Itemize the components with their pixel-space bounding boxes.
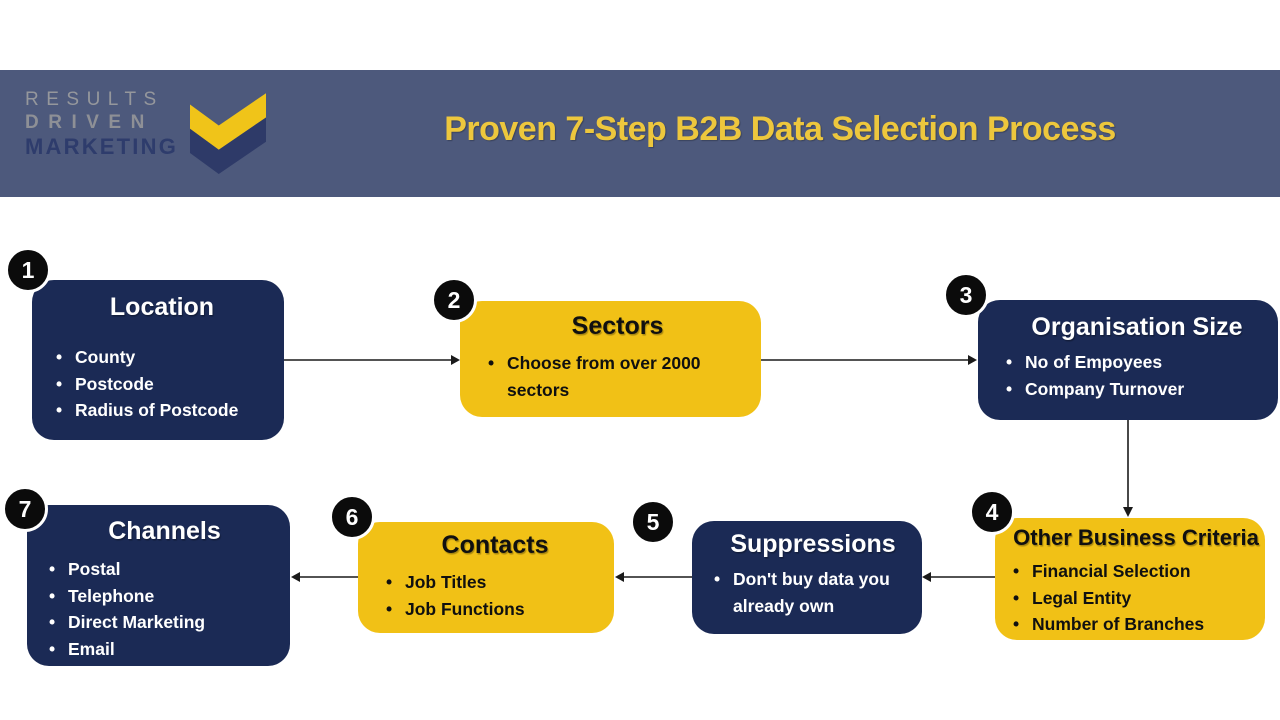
step-bullets: Choose from over 2000 sectors <box>486 350 749 403</box>
step-box-sectors: Sectors Choose from over 2000 sectors <box>460 301 761 417</box>
bullet-item: Legal Entity <box>1011 585 1261 612</box>
step-box-suppressions: Suppressions Don't buy data you already … <box>692 521 922 634</box>
bullet-item: Job Titles <box>384 569 606 596</box>
bullet-item: Company Turnover <box>1004 376 1270 403</box>
step-bullets: No of EmpoyeesCompany Turnover <box>1004 349 1270 402</box>
step-bullets: PostalTelephoneDirect MarketingEmail <box>47 556 282 662</box>
bullet-item: Job Functions <box>384 596 606 623</box>
step-bullets: CountyPostcodeRadius of Postcode <box>54 344 270 424</box>
logo-results-text: RESULTS <box>25 89 164 110</box>
logo-marketing-text: MARKETING <box>25 134 179 160</box>
step-number-badge: 5 <box>630 499 676 545</box>
step-box-contacts: Contacts Job TitlesJob Functions <box>358 522 614 633</box>
step-box-organisation-size: Organisation Size No of EmpoyeesCompany … <box>978 300 1278 420</box>
logo-driven-text: DRIVEN <box>25 112 154 134</box>
step-bullets: Don't buy data you already own <box>712 566 914 619</box>
bullet-item: County <box>54 344 270 371</box>
step-number-badge: 6 <box>329 494 375 540</box>
bullet-item: Radius of Postcode <box>54 397 270 424</box>
step-title: Sectors <box>571 312 664 340</box>
bullet-item: Don't buy data you already own <box>712 566 914 619</box>
step-box-location: Location CountyPostcodeRadius of Postcod… <box>32 280 284 440</box>
bullet-item: Postal <box>47 556 282 583</box>
step-title: Channels <box>108 517 221 545</box>
step-title: Organisation Size <box>1031 313 1243 341</box>
bullet-item: No of Empoyees <box>1004 349 1270 376</box>
bullet-item: Telephone <box>47 583 282 610</box>
step-number-badge: 3 <box>943 272 989 318</box>
bullet-item: Email <box>47 636 282 663</box>
step-title: Suppressions <box>730 530 896 558</box>
step-number-badge: 2 <box>431 277 477 323</box>
step-title: Contacts <box>441 531 549 559</box>
step-bullets: Financial SelectionLegal EntityNumber of… <box>1011 558 1261 638</box>
step-number-badge: 1 <box>5 247 51 293</box>
bullet-item: Postcode <box>54 371 270 398</box>
header-band: RESULTS DRIVEN MARKETING Proven 7-Step B… <box>0 70 1280 197</box>
bullet-item: Number of Branches <box>1011 611 1261 638</box>
step-box-channels: Channels PostalTelephoneDirect Marketing… <box>27 505 290 666</box>
logo: RESULTS DRIVEN MARKETING <box>25 88 267 174</box>
bullet-item: Financial Selection <box>1011 558 1261 585</box>
bullet-item: Choose from over 2000 sectors <box>486 350 749 403</box>
step-number-badge: 4 <box>969 489 1015 535</box>
step-number-badge: 7 <box>2 486 48 532</box>
page-title: Proven 7-Step B2B Data Selection Process <box>444 110 1116 148</box>
logo-chevron-icon <box>190 93 267 174</box>
logo-wordmark: RESULTS DRIVEN MARKETING <box>25 88 178 161</box>
step-title: Other Business Criteria <box>1013 525 1259 550</box>
step-bullets: Job TitlesJob Functions <box>384 569 606 622</box>
step-box-other-business-criteria: Other Business Criteria Financial Select… <box>995 518 1265 640</box>
bullet-item: Direct Marketing <box>47 609 282 636</box>
step-title: Location <box>109 293 215 321</box>
